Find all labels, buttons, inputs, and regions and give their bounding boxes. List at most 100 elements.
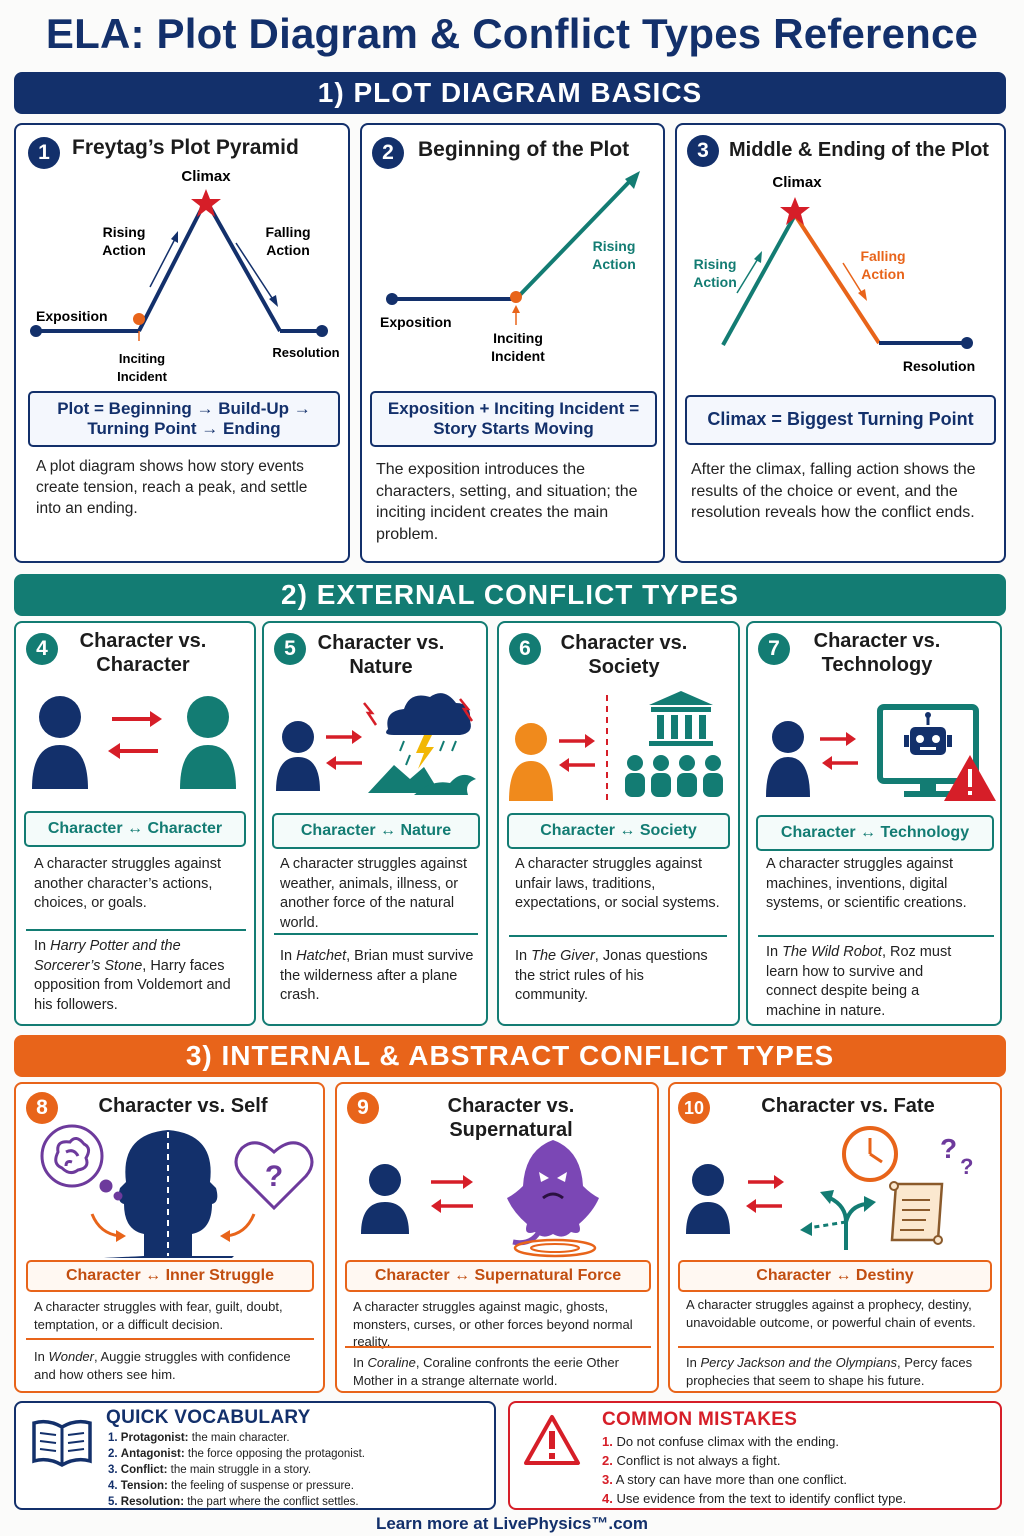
card-number-badge: 5 [274,633,306,665]
card-description: A character struggles against unfair law… [515,856,720,912]
list-item: 1. Protagonist: the main character. [108,1432,290,1444]
card-description: A character struggles against another ch… [34,856,221,912]
svg-text:Falling: Falling [265,224,310,240]
card-number-badge: 6 [509,633,541,665]
plot-formula-box: Exposition + Inciting Incident = Story S… [370,391,657,447]
list-item: 5. Resolution: the part where the confli… [108,1496,359,1508]
card-title: Character vs. Fate [761,1095,935,1117]
card-title: Character vs. Supernatural [447,1095,575,1141]
mistakes-title: COMMON MISTAKES [602,1409,798,1430]
list-item: 4. Tension: the feeling of suspense or p… [108,1480,354,1492]
plot-card-pyramid: 1 Freytag’s Plot Pyramid Climax Rising A… [14,123,350,563]
character-vs-supernatural-icon [361,1140,599,1258]
card-description: After the climax, falling action shows t… [691,461,976,522]
character-vs-character-icon [32,696,236,789]
card-example: In Coraline, Coraline confronts the eeri… [353,1355,619,1388]
card-example: In Harry Potter and the Sorcerer’s Stone… [34,938,231,1013]
person-icon [766,721,810,797]
svg-text:Incident: Incident [491,348,545,364]
svg-text:?: ? [940,1133,957,1164]
svg-text:?: ? [265,1160,283,1193]
card-description: A character struggles with fear, guilt, … [34,1299,283,1332]
storm-icon [363,693,476,795]
star-icon [780,197,810,225]
svg-text:Action: Action [861,266,905,282]
footer-link[interactable]: Learn more at LivePhysics™.com [375,1514,649,1533]
svg-text:Falling: Falling [860,248,905,264]
conflict-formula-box: Character ↔ Supernatural Force [345,1260,651,1292]
card-title: Middle & Ending of the Plot [729,139,989,161]
card-title: Character vs. Self [98,1095,268,1117]
person-icon [32,696,88,789]
card-description: A character struggles against weather, a… [280,856,467,931]
card-title: Beginning of the Plot [418,138,630,161]
conflict-formula-box: Character ↔ Technology [756,815,994,851]
svg-text:Rising: Rising [103,224,146,240]
svg-text:Inciting: Inciting [119,351,165,366]
page-title: ELA: Plot Diagram & Conflict Types Refer… [45,10,979,57]
list-item: 3. Conflict: the main struggle in a stor… [108,1464,312,1476]
svg-text:Climax: Climax [181,168,231,185]
star-icon [191,189,221,217]
card-description: The exposition introduces the characters… [376,461,638,543]
robot-monitor-icon [877,704,979,797]
quick-vocabulary-box: QUICK VOCABULARY 1. Protagonist: the mai… [14,1401,496,1510]
conflict-formula-box: Character ↔ Society [507,813,730,849]
list-item: 3. A story can have more than one confli… [602,1472,847,1487]
svg-text:Exposition: Exposition [36,308,108,324]
conflict-card-character-vs-society: 6 Character vs.Society Character ↔ Socie… [497,621,740,1026]
card-title: Character vs.Character [79,630,207,676]
list-item: 2. Conflict is not always a fight. [602,1453,781,1468]
scroll-icon [889,1181,944,1245]
card-number-badge: 10 [678,1092,710,1124]
conflict-card-character-vs-supernatural: 9 Character vs. Supernatural Character ↔… [335,1082,659,1393]
book-icon [32,1419,92,1468]
character-vs-technology-icon [766,704,996,801]
clock-icon [842,1126,898,1182]
card-description: A character struggles against magic, gho… [353,1299,633,1350]
svg-text:Action: Action [266,242,310,258]
character-vs-fate-icon: ? ? [686,1126,973,1250]
card-number-badge: 3 [687,135,719,167]
plot-formula-box: Plot = Beginning → Build-Up → Turning Po… [28,391,340,447]
warning-icon [944,755,996,801]
card-example: In The Wild Robot, Roz must learn how to… [766,944,952,1019]
svg-text:Inciting: Inciting [493,330,543,346]
common-mistakes-box: COMMON MISTAKES 1. Do not confuse climax… [508,1401,1002,1510]
card-number-badge: 2 [372,137,404,169]
section-heading-internal-conflicts: 3) INTERNAL & ABSTRACT CONFLICT TYPES [14,1035,1006,1077]
person-icon [509,723,553,801]
svg-text:Climax: Climax [772,174,822,191]
svg-text:Action: Action [592,256,636,272]
character-vs-self-icon: ? [40,1124,314,1258]
section-heading-plot-basics: 1) PLOT DIAGRAM BASICS [14,72,1006,114]
warning-icon [524,1415,580,1465]
person-icon [686,1164,730,1234]
card-example: In Percy Jackson and the Olympians, Perc… [686,1355,973,1388]
conflict-formula-box: Character ↔ Character [24,811,246,847]
svg-text:Rising: Rising [694,256,737,272]
svg-text:Exposition: Exposition [380,314,452,330]
card-title: Freytag’s Plot Pyramid [72,136,299,159]
beginning-plot-diagram: Exposition Inciting Incident Rising Acti… [380,171,640,364]
conflict-card-character-vs-nature: 5 Character vs.Nature Character ↔ Nature… [262,621,488,1026]
card-number-badge: 9 [347,1092,379,1124]
conflict-formula-box: Character ↔ Nature [272,813,480,849]
plot-card-middle-ending: 3 Middle & Ending of the Plot Climax Ris… [675,123,1006,563]
person-icon [276,721,320,791]
card-number-badge: 4 [26,633,58,665]
svg-text:Incident: Incident [117,369,168,384]
card-description: A character struggles against a prophecy… [686,1297,976,1330]
vocabulary-list: 1. Protagonist: the main character. 2. A… [108,1430,365,1510]
card-number-badge: 1 [28,137,60,169]
svg-text:Action: Action [693,274,737,290]
person-icon [361,1164,409,1234]
card-title: Character vs.Technology [813,630,941,676]
branching-arrows-icon [800,1190,876,1250]
character-vs-nature-icon [276,693,476,795]
card-example: In The Giver, Jonas questions the strict… [515,948,708,1004]
head-silhouette-icon [104,1130,234,1258]
list-item: 4. Use evidence from the text to identif… [602,1491,907,1506]
conflict-card-character-vs-character: 4 Character vs.Character Character ↔ Cha… [14,621,256,1026]
conflict-card-character-vs-fate: 10 Character vs. Fate ? ? [668,1082,1002,1393]
